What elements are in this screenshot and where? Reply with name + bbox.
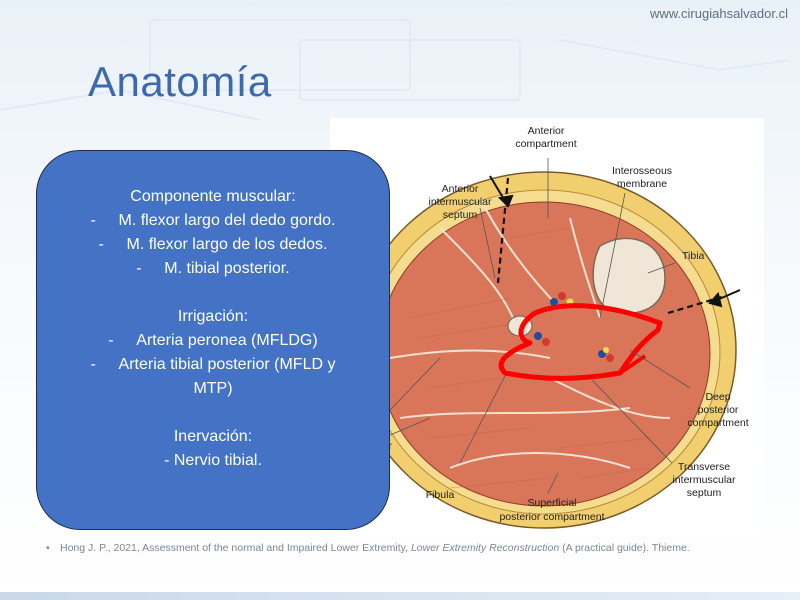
list-dash: - <box>90 356 96 373</box>
list-dash: - <box>98 236 104 253</box>
muscle-item: -M. flexor largo del dedo gordo. <box>55 209 371 233</box>
label-anterior-septum-1: Anterior <box>442 183 479 195</box>
muscle-item: -M. tibial posterior. <box>55 257 371 281</box>
slide-title: Anatomía <box>88 58 272 105</box>
neurovascular-bundles <box>534 292 614 362</box>
list-dash: - <box>136 260 142 277</box>
list-dash: - <box>108 332 114 349</box>
citation-bullet: • <box>46 542 50 554</box>
label-deep-posterior-3: compartment <box>687 417 748 429</box>
muscle-heading: Componente muscular: <box>130 188 296 205</box>
label-transverse-1: Transverse <box>678 461 730 473</box>
irrigation-item-continued: MTP) <box>193 380 233 397</box>
label-anterior-septum-2: intermuscular <box>428 196 492 208</box>
label-transverse-2: intermuscular <box>672 474 736 486</box>
citation-suffix: (A practical guide). Thieme. <box>559 542 690 554</box>
label-superficial-1: Superficial <box>527 497 576 509</box>
irrigation-item: -Arteria peronea (MFLDG) <box>55 329 371 353</box>
septum-dashes <box>496 177 726 315</box>
info-callout: Componente muscular: -M. flexor largo de… <box>36 150 390 530</box>
leader-lines <box>387 158 691 494</box>
label-superficial-2: posterior compartment <box>499 511 604 523</box>
highlight-tail <box>618 354 647 375</box>
label-tibia: Tibia <box>682 250 705 262</box>
bottom-band <box>0 592 800 600</box>
label-deep-posterior-2: posterior <box>698 404 739 416</box>
site-url: www.cirugiahsalvador.cl <box>649 6 788 21</box>
irrigation-heading: Irrigación: <box>177 308 249 325</box>
muscle-item: -M. flexor largo de los dedos. <box>55 233 371 257</box>
muscle-fibers <box>409 227 651 489</box>
label-anterior-compartment-2: compartment <box>515 138 576 150</box>
label-anterior-septum-3: septum <box>443 209 478 221</box>
irrigation-item: -Arteria tibial posterior (MFLD y <box>55 353 371 377</box>
label-anterior-compartment-1: Anterior <box>528 125 565 137</box>
tibia-bone <box>592 237 666 314</box>
list-dash: - <box>90 212 96 229</box>
citation: • Hong J. P., 2021, Assessment of the no… <box>46 541 780 555</box>
label-interosseous-2: membrane <box>617 178 667 190</box>
innervation-heading: Inervación: <box>173 428 253 445</box>
cross-section-diagram: Anterior compartment Interosseous membra… <box>349 125 749 529</box>
citation-prefix: Hong J. P., 2021, Assessment of the norm… <box>60 542 411 554</box>
label-deep-posterior-1: Deep <box>705 391 730 403</box>
label-transverse-3: septum <box>687 487 722 499</box>
septum-arrows <box>489 175 741 308</box>
innervation-item: - Nervio tibial. <box>164 452 262 469</box>
citation-book-title: Lower Extremity Reconstruction <box>410 542 560 554</box>
label-fibula: Fibula <box>426 489 455 501</box>
deep-compartment-highlight <box>498 303 663 381</box>
leg-cross-section-figure: Anterior compartment Interosseous membra… <box>330 118 764 536</box>
label-interosseous-1: Interosseous <box>612 165 672 177</box>
